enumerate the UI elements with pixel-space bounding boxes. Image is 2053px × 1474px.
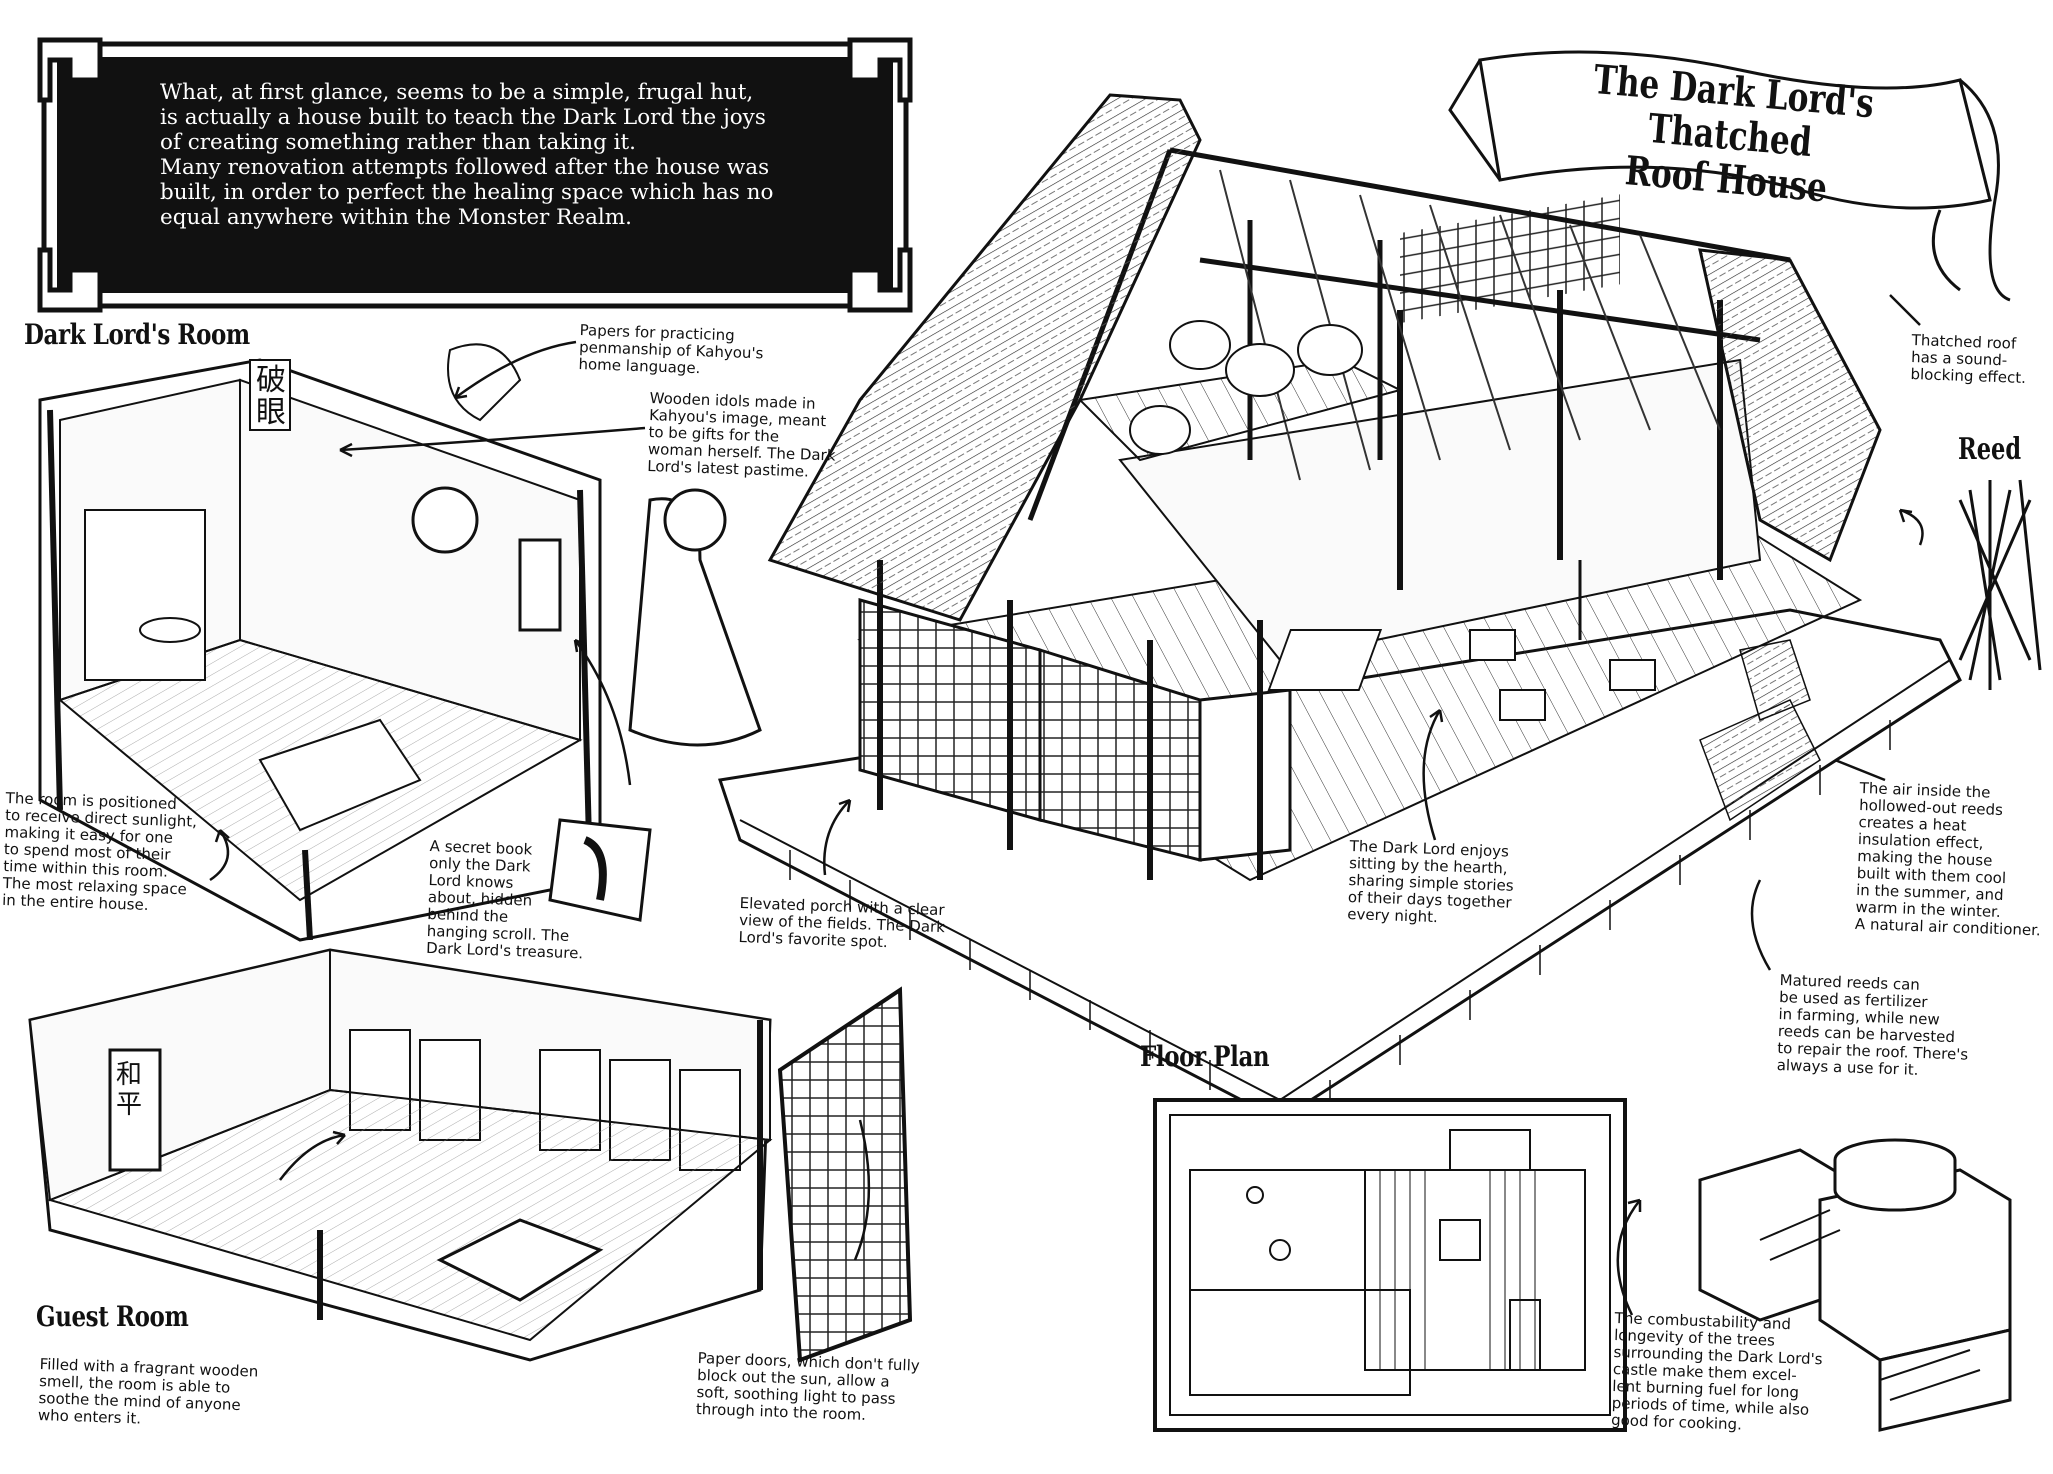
callout-arrows (209, 294, 1924, 1316)
dark-lords-room-illustration (38, 343, 762, 942)
note-thatched-roof: Thatched roof has a sound- blocking effe… (1910, 331, 2027, 387)
note-secret-book: A secret book only the Dark Lord knows a… (425, 837, 584, 963)
note-papers: Papers for practicing penmanship of Kahy… (578, 321, 764, 378)
floor-plan-illustration (1153, 1098, 1627, 1432)
heading-guest-room: Guest Room (36, 1300, 189, 1333)
hanging-scroll-text: 破眼 (256, 363, 286, 430)
intro-text: What, at first glance, seems to be a sim… (160, 80, 774, 230)
note-hearth: The Dark Lord enjoys sitting by the hear… (1347, 837, 1514, 927)
guest-scroll-text: 和平 (116, 1060, 143, 1120)
heading-floor-plan: Floor Plan (1140, 1040, 1270, 1073)
title-banner (1448, 50, 2011, 302)
stove-illustration (1698, 1138, 2012, 1432)
note-guest-room: Filled with a fragrant wooden smell, the… (37, 1355, 259, 1428)
note-idols: Wooden idols made in Kahyou's image, mea… (647, 389, 836, 481)
intro-frame (37, 37, 913, 313)
note-sunlight: The room is positioned to receive direct… (1, 789, 198, 915)
note-fuel: The combustability and longevity of the … (1610, 1309, 1823, 1434)
heading-reed: Reed (1958, 432, 2022, 467)
note-porch: Elevated porch with a clear view of the … (738, 894, 946, 952)
note-paper-doors: Paper doors, which don't fully block out… (695, 1349, 920, 1424)
main-house-illustration (718, 93, 1962, 1122)
reed-illustration (1958, 479, 2042, 690)
note-matured-reeds: Matured reeds can be used as fertilizer … (1776, 971, 1969, 1079)
guest-room-illustration (28, 948, 913, 1363)
heading-dark-lords-room: Dark Lord's Room (24, 318, 250, 351)
note-air-conditioning: The air inside the hollowed-out reeds cr… (1854, 779, 2042, 940)
